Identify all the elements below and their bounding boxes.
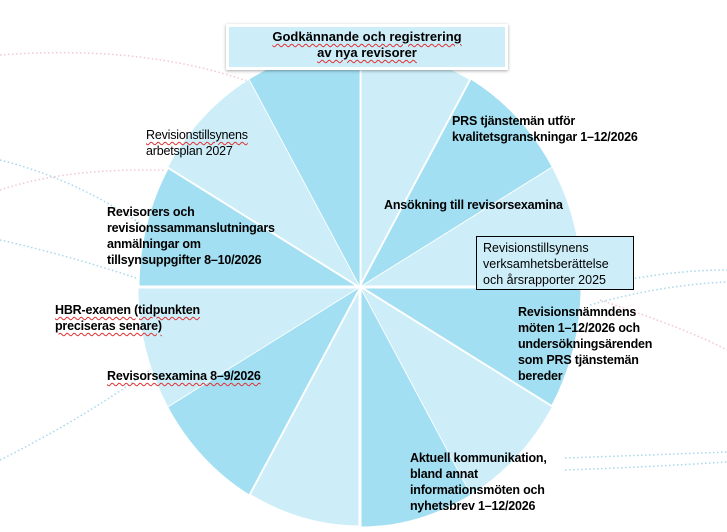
label-line: Revisionsnämndens: [518, 304, 652, 320]
label-line: möten 1–12/2026 och: [518, 320, 652, 336]
label-line: undersökningsärenden: [518, 336, 652, 352]
label-line: kvalitetsgranskningar 1–12/2026: [452, 129, 638, 145]
label-line: Revisionstillsynens: [146, 127, 248, 143]
label-board-meetings: Revisionsnämndens möten 1–12/2026 och un…: [518, 304, 652, 384]
label-line: Revisorers och: [107, 204, 275, 220]
title-line2: av nya revisorer: [317, 45, 417, 60]
label-line: Ansökning till revisorsexamina: [384, 197, 563, 213]
label-line: anmälningar om: [107, 236, 275, 252]
label-line: revisionssammanslutningars: [107, 220, 275, 236]
label-line: HBR-examen (tidpunkten: [55, 302, 200, 318]
title-line1: Godkännande och registrering: [272, 29, 461, 44]
label-prs-quality: PRS tjänstemän utför kvalitetsgranskning…: [452, 113, 638, 145]
label-annual-report: Revisionstillsynens verksamhetsberättels…: [476, 236, 634, 290]
label-exams: Revisorsexamina 8–9/2026: [107, 368, 261, 384]
label-application: Ansökning till revisorsexamina: [384, 197, 563, 213]
label-line: Aktuell kommunikation,: [410, 450, 547, 466]
label-communication: Aktuell kommunikation, bland annat infor…: [410, 450, 547, 514]
label-hbr: HBR-examen (tidpunkten preciseras senare…: [55, 302, 200, 334]
label-line: arbetsplan 2027: [146, 143, 248, 159]
title-box: Godkännande och registrering av nya revi…: [226, 24, 508, 70]
label-line: PRS tjänstemän utför: [452, 113, 638, 129]
dotted-arc: [565, 452, 727, 458]
label-line: och årsrapporter 2025: [483, 272, 627, 288]
dotted-arc: [565, 462, 727, 470]
label-line: verksamhetsberättelse: [483, 256, 627, 272]
label-line: nyhetsbrev 1–12/2026: [410, 498, 547, 514]
label-line: preciseras senare): [55, 318, 200, 334]
label-line: tillsynsuppgifter 8–10/2026: [107, 252, 275, 268]
label-work-plan: Revisionstillsynens arbetsplan 2027: [146, 127, 248, 159]
label-line: Revisionstillsynens: [483, 240, 627, 256]
label-line: Revisorsexamina 8–9/2026: [107, 368, 261, 384]
label-line: bland annat: [410, 466, 547, 482]
label-notifications: Revisorers och revisionssammanslutningar…: [107, 204, 275, 268]
label-line: bereder: [518, 368, 652, 384]
label-line: som PRS tjänstemän: [518, 352, 652, 368]
label-line: informationsmöten och: [410, 482, 547, 498]
